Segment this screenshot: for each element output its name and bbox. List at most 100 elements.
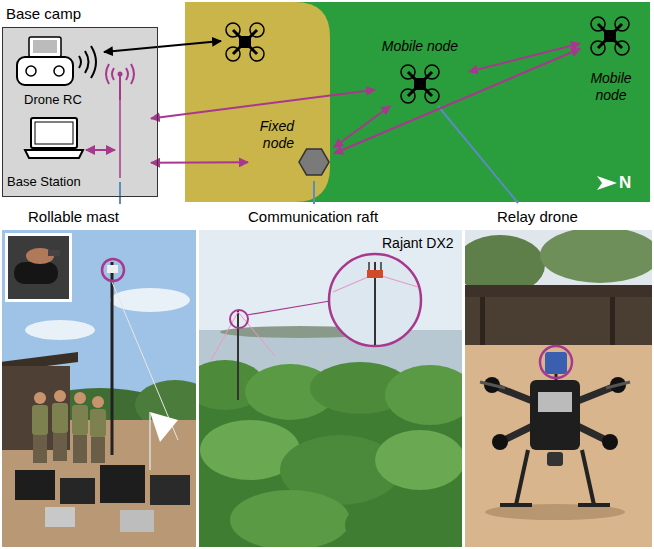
mast-photo-part [48,250,60,256]
photo-caption: Rollable mast [28,208,119,226]
remote-control-symbol-part [54,66,64,76]
drone-symbol-part-part [401,89,415,103]
radio-link [469,44,580,72]
raft-photo-part [238,312,275,356]
drone-photo-part [465,297,652,347]
raft-photo-part [237,310,239,400]
leader-line-part [119,182,121,204]
drone-rc: Drone RC [13,36,105,110]
raft-photo-part [380,262,382,270]
drone-symbol-part [233,30,257,54]
drone-symbol [226,23,264,61]
mast-photo-part [60,478,95,504]
node-label: Mobile node [375,38,465,55]
node-label: Mobile node [580,70,642,104]
photo-caption: Communication raft [248,208,378,226]
node-label: Base camp [6,5,81,23]
drone-photo-part [602,434,618,450]
mast-photo-part [150,475,190,505]
drone-symbol-part [239,36,251,48]
drone-symbol-part-part [598,24,622,48]
remote-control-symbol-part [85,51,89,73]
drone-photo-part [465,285,652,297]
hexagon-symbol-part [299,149,329,175]
antenna-symbol [106,64,134,178]
drone-symbol-part-part [414,78,426,90]
mast-photo-part [112,282,178,440]
raft-photo-part [230,310,248,328]
drone-photo-part [538,392,572,412]
raft-photo-part [345,497,455,547]
mast-photo-part [32,405,48,435]
drone-photo-part [500,450,610,505]
remote-control-symbol-part [17,57,73,85]
device-label: Rajant DX2 [382,235,454,252]
drone-photo-part [547,452,563,466]
hexagon-symbol [297,145,331,179]
mast-photo-part [91,437,105,463]
drone-symbol-part [591,17,629,55]
drone-photo-part [485,504,625,520]
drone-photo [465,230,652,547]
drone-photo-part [540,346,572,378]
mast-photo-part [34,392,46,404]
drone-symbol-part-part [604,30,616,42]
drone-symbol [588,14,632,58]
drone-symbol-part-part [401,65,415,79]
antenna-symbol-part [119,74,121,100]
raft-photo-part [210,312,238,362]
leader-line-part [438,106,518,203]
base-camp-box: Drone RCBase StationBase camp [2,27,158,197]
laptop-symbol [23,116,87,162]
photo-caption: Relay drone [497,208,578,226]
radio-link [334,49,580,154]
node-label: Drone RC [13,92,93,108]
drone-symbol-part [250,47,264,61]
antenna-symbol-part [106,64,109,84]
drone-symbol [398,62,442,106]
drone-photo-part-part [578,503,610,507]
drone-photo-part-part [516,450,528,505]
north-arrow [597,176,617,190]
drone-photo-part-part [500,503,532,507]
mobile-node: Mobile node [580,12,646,112]
mast-photo-part [107,265,118,273]
radio-link [151,161,248,164]
drone-symbol-part [226,47,240,61]
remote-control-symbol-part [79,56,81,68]
mast-photo-part [102,259,124,281]
antenna-symbol-part [126,68,128,80]
raft-photo-part [230,490,350,547]
laptop-symbol-part [35,122,73,144]
drone-symbol-part-part [425,65,439,79]
antenna-symbol-part [131,64,134,84]
mast-photo-part [90,409,106,437]
node-label: Fixed node [248,118,294,152]
drone-photo-part [492,434,508,450]
fixed-node: Fixed node [248,118,334,180]
raft-photo-part [385,365,462,425]
drone-photo-part [480,382,505,388]
compass-label: N [619,173,631,193]
mast-photo-part [100,465,145,503]
mast-photo-part [14,262,58,284]
mast-photo [2,230,196,547]
remote-control-symbol-part [26,66,36,76]
drone-symbol-part-part [615,41,629,55]
drone-symbol-part-part [425,89,439,103]
mast-photo-part [53,433,67,461]
drone-symbol-part [250,23,264,37]
raft-photo-part [329,254,421,346]
mast-photo-part [8,236,69,299]
antenna-symbol-part [118,72,123,77]
drone-symbol-part-part [591,41,605,55]
drone-photo-part [545,352,567,374]
remote-control-symbol-part [91,46,96,78]
mast-photo-part [5,233,72,302]
leader-line-part [313,181,315,204]
radio-link [334,106,390,147]
drone-photo-part [610,297,615,347]
